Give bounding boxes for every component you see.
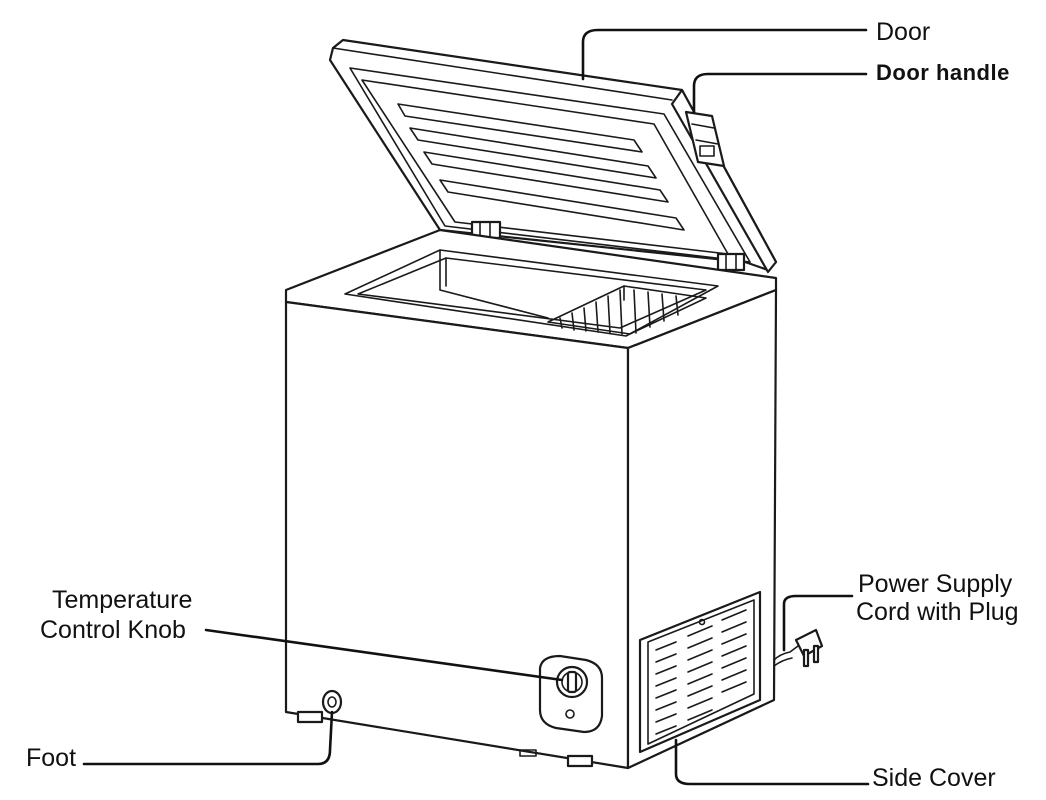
foot-label: Foot [26, 744, 76, 772]
door-handle [684, 110, 726, 168]
side-cover-label: Side Cover [872, 764, 996, 792]
power-supply-cord [773, 628, 824, 668]
door-handle-label: Door handle [876, 60, 1010, 85]
leader-lines [82, 28, 870, 786]
temperature-knob-label-line2: Control Knob [40, 616, 186, 644]
power-cord-label-line1: Power Supply [858, 570, 1013, 598]
power-cord-label-line2: Cord with Plug [856, 598, 1019, 626]
feet [296, 689, 594, 768]
temperature-control-knob [538, 654, 604, 734]
door-lid [328, 38, 778, 274]
temperature-knob-label-line1: Temperature [52, 586, 192, 614]
wire-basket [547, 285, 707, 335]
door-label: Door [876, 18, 930, 46]
hinge-right [716, 252, 746, 272]
side-cover [638, 590, 762, 754]
